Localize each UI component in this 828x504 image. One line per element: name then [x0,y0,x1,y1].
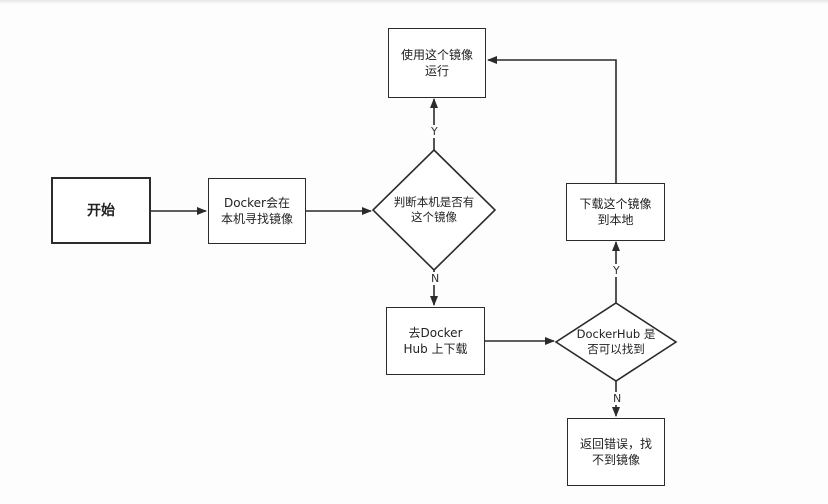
edge-label-local-yes: Y [430,125,439,138]
download-node: 下载这个镜像 到本地 [566,183,665,241]
start-node: 开始 [51,177,151,244]
edge-label-hub-no: N [612,392,623,405]
run-image-node: 使用这个镜像 运行 [388,28,486,98]
top-edge-shadow [0,0,828,4]
edge-label-local-no: N [430,272,441,285]
edge-label-hub-yes: Y [612,264,621,277]
check-hub-label: DockerHub 是 否可以找到 [576,327,656,356]
error-node: 返回错误，找 不到镜像 [567,418,665,486]
arrow-download-to-run [487,56,617,183]
check-local-label: 判断本机是否有 这个镜像 [393,195,475,224]
search-local-node: Docker会在 本机寻找镜像 [208,178,306,244]
pull-hub-node: 去Docker Hub 上下载 [386,307,485,375]
